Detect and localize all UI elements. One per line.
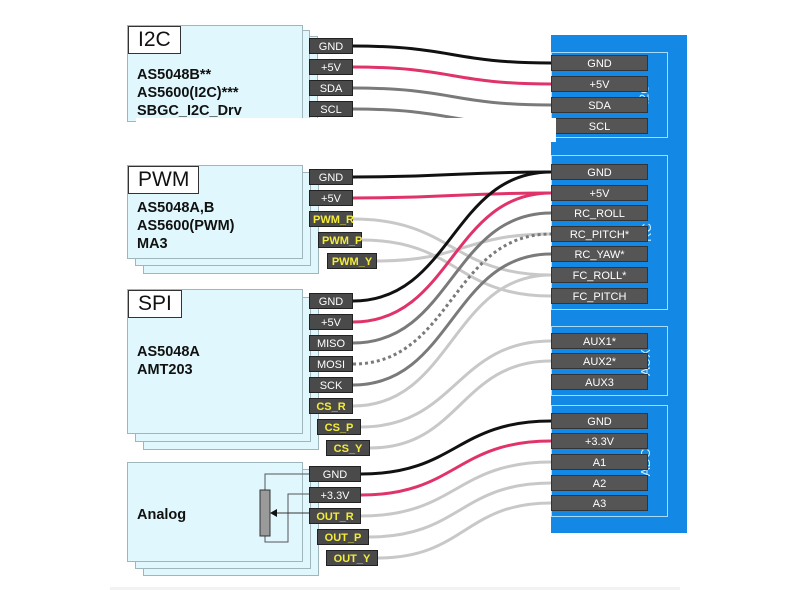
sensor-pin-spi-mosi: MOSI [309,356,353,372]
controller-pin-rc-fc-roll-: FC_ROLL* [551,267,648,283]
wire-spi-mosi [352,232,552,366]
wire-spi-5v [352,191,552,324]
wire-analog-gnd [360,419,552,476]
sensor-pin-analog--3-3v: +3.3V [309,487,361,503]
wire-analog-out-p [368,481,552,539]
controller-pin-rc-rc-pitch-: RC_PITCH* [551,226,648,242]
pwm-desc-line: MA3 [137,236,168,252]
sensor-pin-pwm-pwm-p: PWM_P [318,232,362,248]
i2c-desc-line: AS5600(I2C)*** [137,85,239,101]
sensor-pin-analog-out-r: OUT_R [309,508,361,524]
sensor-pin-spi-sck: SCK [309,377,353,393]
sensor-pin-analog-gnd: GND [309,466,361,482]
sensor-pin-analog-out-y: OUT_Y [326,550,378,566]
sensor-pin-spi-cs-y: CS_Y [326,440,370,456]
controller-pin-rc--5v: +5V [551,185,648,201]
wire-pwm-5v [352,191,552,200]
spi-title: SPI [128,290,182,318]
pot-wiper-arrow [270,509,277,517]
sensor-pin-i2c-sda: SDA [309,80,353,96]
wire-spi-cs-r [352,273,552,408]
sensor-pin-spi-miso: MISO [309,335,353,351]
sensor-pin-spi--5v: +5V [309,314,353,330]
pwm-desc: AS5048A,B AS5600(PWM) MA3 [137,199,235,253]
footer-bar [110,587,680,590]
wire-spi-gnd [352,170,552,303]
sensor-pin-analog-out-p: OUT_P [317,529,369,545]
spi-desc-line: AMT203 [137,362,193,378]
controller-pin-adc--3-3v: +3.3V [551,433,648,449]
potentiometer-icon [259,473,311,543]
sensor-pin-pwm-gnd: GND [309,169,353,185]
wire-analog-3-3v [360,439,552,497]
sensor-pin-i2c-scl: SCL [309,101,353,117]
wire-i2c-5v [352,65,552,86]
pwm-desc-line: AS5600(PWM) [137,218,235,234]
sensor-pin-pwm-pwm-r: PWM_R [309,211,354,227]
fc-group-i2c-frame [551,52,668,138]
i2c-desc-line: SBGC_I2C_Drv [137,103,242,119]
sensor-pin-spi-gnd: GND [309,293,353,309]
controller-pin-rc-rc-roll: RC_ROLL [551,205,648,221]
wire-i2c-gnd [352,44,552,65]
sensor-pin-pwm--5v: +5V [309,190,353,206]
controller-pin-adc-a3: A3 [551,495,648,511]
analog-title: Analog [137,507,187,523]
controller-pin-i2c-sda: SDA [551,97,648,113]
spi-desc: AS5048A AMT203 [137,343,200,379]
controller-pin-rc-gnd: GND [551,164,648,180]
pwm-title: PWM [128,166,200,194]
wire-analog-out-r [360,460,552,518]
controller-pin-adc-a1: A1 [551,454,648,470]
pwm-desc-line: AS5048A,B [137,200,215,216]
wire-spi-sck [352,252,552,387]
controller-pin-i2c--5v: +5V [551,76,648,92]
i2c-desc-line: AS5048B** [137,67,212,83]
pot-body [259,489,271,537]
i2c-title: I2C [128,26,181,54]
controller-pin-aux-aux1-: AUX1* [551,333,648,349]
wire-i2c-sda [352,86,552,107]
controller-pin-adc-gnd: GND [551,413,648,429]
controller-pin-i2c-gnd: GND [551,55,648,71]
controller-pin-rc-rc-yaw-: RC_YAW* [551,246,648,262]
sensor-pin-i2c--5v: +5V [309,59,353,75]
sensor-pin-spi-cs-p: CS_P [317,419,361,435]
occluding-white-band [136,118,556,142]
wire-spi-miso [352,211,552,345]
wire-pwm-pwm-y [376,232,552,263]
wire-pwm-gnd [352,170,552,179]
sensor-pin-spi-cs-r: CS_R [309,398,353,414]
wire-spi-cs-y [369,359,552,450]
wire-spi-cs-p [360,339,552,429]
controller-pin-rc-fc-pitch: FC_PITCH [551,288,648,304]
controller-pin-aux-aux3: AUX3 [551,374,648,390]
wire-analog-out-y [377,501,552,560]
spi-desc-line: AS5048A [137,344,200,360]
controller-pin-adc-a2: A2 [551,475,648,491]
i2c-desc: AS5048B** AS5600(I2C)*** SBGC_I2C_Drv [137,66,242,120]
sensor-pin-pwm-pwm-y: PWM_Y [327,253,377,269]
sensor-pin-i2c-gnd: GND [309,38,353,54]
pot-gnd-lead [264,473,311,543]
controller-pin-aux-aux2-: AUX2* [551,353,648,369]
wire-pwm-pwm-r [352,217,552,277]
controller-pin-i2c-scl: SCL [551,118,648,134]
wire-pwm-pwm-p [361,238,552,298]
